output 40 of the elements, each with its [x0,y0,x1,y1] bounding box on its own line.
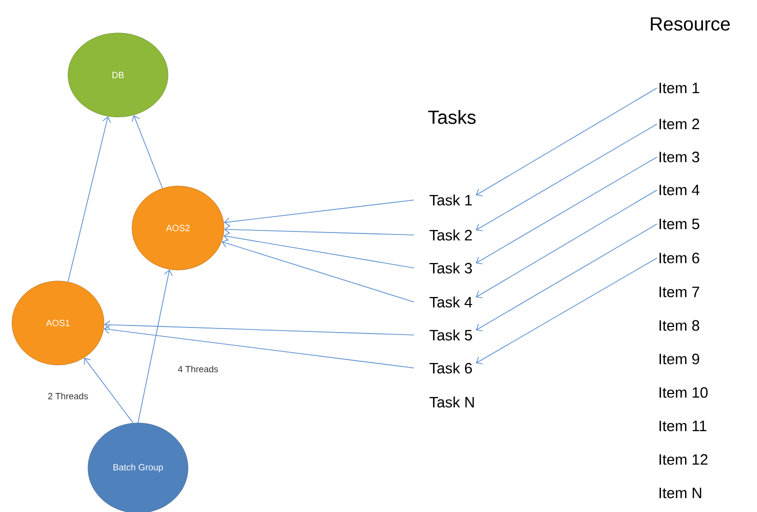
item-label: Item 4 [660,184,700,196]
arrow [224,200,414,226]
arrow [476,224,658,332]
arrow [68,116,111,282]
item-label: Item 3 [660,152,700,162]
arrow [476,88,658,196]
arrow [476,258,658,364]
task-label: Task 5 [430,330,472,340]
task-label: Task 3 [430,262,472,274]
arrow [222,239,414,302]
arrow [224,225,414,236]
task-label: Task 2 [430,230,472,240]
arrow [84,358,134,424]
heading: Tasks [428,110,476,124]
arrow [223,232,414,268]
arrow [104,320,414,336]
edge-label: 4 Threads [178,366,218,372]
item-label: Item 1 [660,82,700,94]
item-label: Item 8 [660,320,700,331]
arrow [476,190,658,298]
task-label: Task N [430,396,474,408]
item-label: Item 7 [660,286,700,298]
edge-label: 2 Threads [48,392,88,400]
item-label: Item N [660,488,702,498]
item-label: Item 11 [660,420,706,432]
item-label: Item 10 [660,387,708,398]
item-label: Item 5 [660,218,700,230]
item-label: Item 12 [660,454,708,465]
arrow [132,115,163,189]
item-label: Item 2 [660,118,700,130]
item-label: Item 6 [660,252,700,264]
arrow [476,156,658,264]
task-label: Task 1 [430,194,472,206]
task-label: Task 6 [430,362,472,374]
item-label: Item 9 [660,354,700,364]
arrow [138,269,173,424]
task-label: Task 4 [430,296,472,308]
arrow [476,124,658,232]
arrow [104,325,414,368]
heading: Resource [650,17,730,31]
